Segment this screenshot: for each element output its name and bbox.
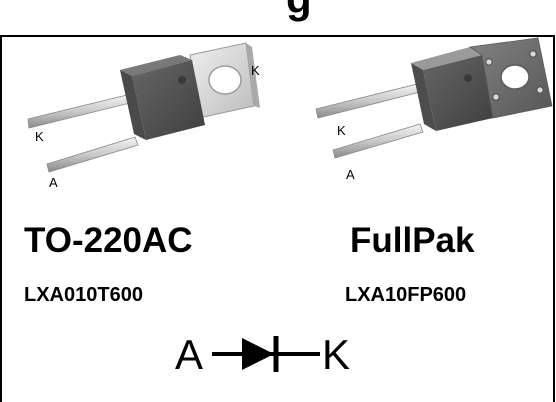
to220ac-part-number: LXA010T600 [24, 284, 143, 306]
to220ac-package-name: TO-220AC [24, 221, 193, 260]
frame-right-border [553, 35, 555, 402]
to220ac-package-image [27, 42, 260, 173]
fullpak-part-number: LXA10FP600 [345, 284, 467, 306]
fullpak-package-image [315, 37, 553, 159]
diode-symbol-triangle [242, 338, 274, 370]
cut-off-title-glyph: g [286, 0, 312, 20]
cathode-label: K [322, 331, 351, 378]
frame-left-border [0, 35, 2, 402]
to220ac-tab-pin-label: K [251, 63, 260, 78]
to220ac-cathode-pin-label: K [35, 129, 44, 144]
to220ac-anode-pin-label: A [49, 175, 58, 190]
diode-symbol [212, 336, 320, 372]
fullpak-anode-pin-label: A [346, 167, 355, 182]
fullpak-cathode-pin-label: K [337, 123, 346, 138]
fullpak-package-name: FullPak [350, 221, 475, 260]
anode-label: A [175, 331, 204, 378]
frame-top-border [0, 35, 555, 37]
